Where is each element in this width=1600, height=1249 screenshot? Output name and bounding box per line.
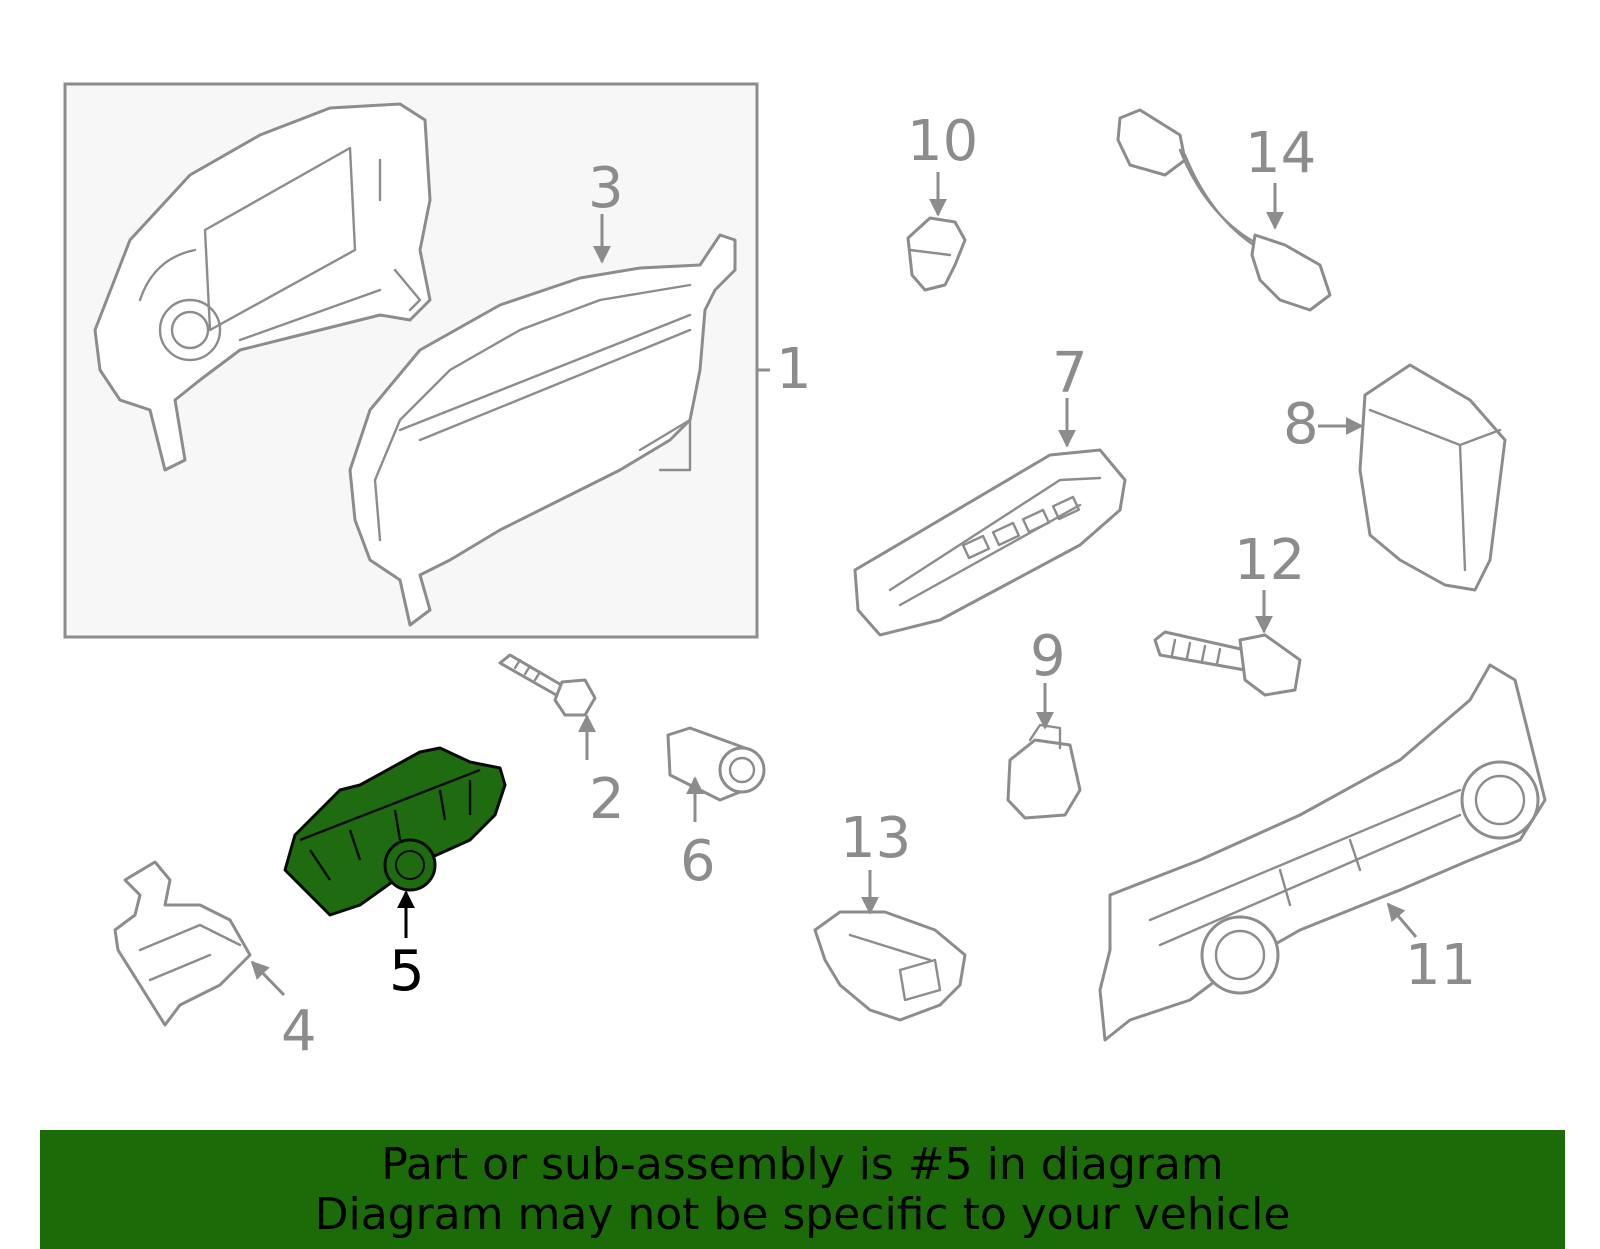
callout-arrows <box>250 172 1418 997</box>
bulb-socket-part <box>1153 630 1302 697</box>
callout-13: 13 <box>840 806 911 871</box>
small-switch-part-9 <box>1006 723 1082 820</box>
callout-9: 9 <box>1030 624 1066 689</box>
banner-line-2: Diagram may not be specific to your vehi… <box>314 1189 1291 1240</box>
switch-panel-part <box>853 448 1127 637</box>
callout-11: 11 <box>1405 933 1476 998</box>
callout-1: 1 <box>776 337 812 402</box>
info-banner: Part or sub-assembly is #5 in diagram Di… <box>40 1130 1565 1249</box>
cluster-housing-part <box>348 233 737 627</box>
callout-14: 14 <box>1245 121 1316 186</box>
callout-5: 5 <box>389 939 425 1004</box>
bolt-part <box>498 653 597 717</box>
callout-6: 6 <box>680 829 716 894</box>
callout-8: 8 <box>1283 392 1319 457</box>
callout-7: 7 <box>1052 341 1088 406</box>
callout-10: 10 <box>907 109 978 174</box>
callout-12: 12 <box>1234 528 1305 593</box>
connector-part-13 <box>813 910 967 1022</box>
button-part-10 <box>906 216 967 292</box>
harness-part-14 <box>1116 108 1332 312</box>
climate-control-part <box>1098 663 1547 1042</box>
callout-labels: 1 2 3 4 5 6 7 8 9 10 11 12 13 14 <box>281 109 1476 1064</box>
lighter-part <box>666 726 766 802</box>
headlamp-switch-part-selected[interactable] <box>283 746 507 917</box>
callout-2: 2 <box>589 767 625 832</box>
cluster-face-part <box>93 102 432 472</box>
callout-3: 3 <box>588 156 624 221</box>
bracket-part <box>113 860 252 1027</box>
control-module-part <box>1358 363 1507 592</box>
callout-4: 4 <box>281 999 317 1064</box>
banner-line-1: Part or sub-assembly is #5 in diagram <box>381 1139 1224 1190</box>
